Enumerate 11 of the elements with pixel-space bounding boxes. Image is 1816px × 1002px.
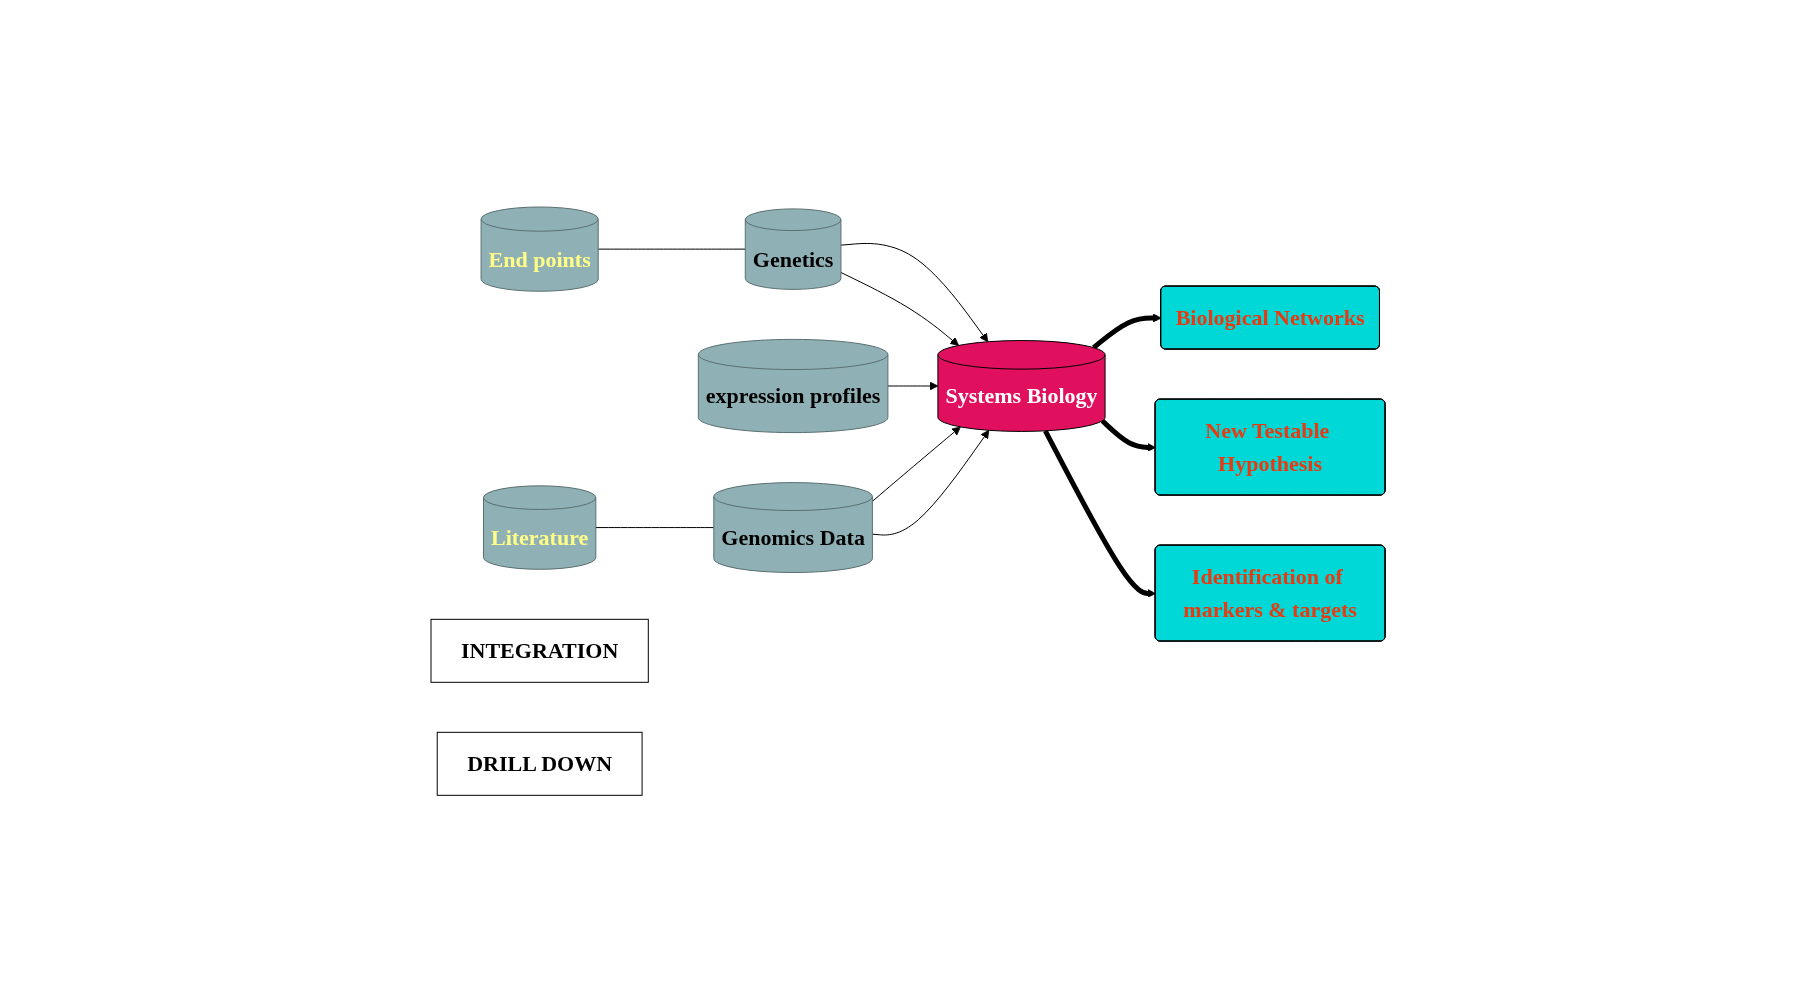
- node-box: INTEGRATION: [430, 618, 649, 683]
- connector: [595, 526, 715, 528]
- arrow: [1092, 313, 1162, 350]
- arrow: [840, 271, 959, 346]
- arrow: [1100, 418, 1156, 452]
- arrow: [840, 242, 989, 342]
- arrow: [887, 381, 939, 391]
- arrow: [871, 426, 961, 502]
- node-box: DRILL DOWN: [436, 731, 643, 796]
- arrow: [1043, 429, 1156, 598]
- arrow: [871, 429, 990, 536]
